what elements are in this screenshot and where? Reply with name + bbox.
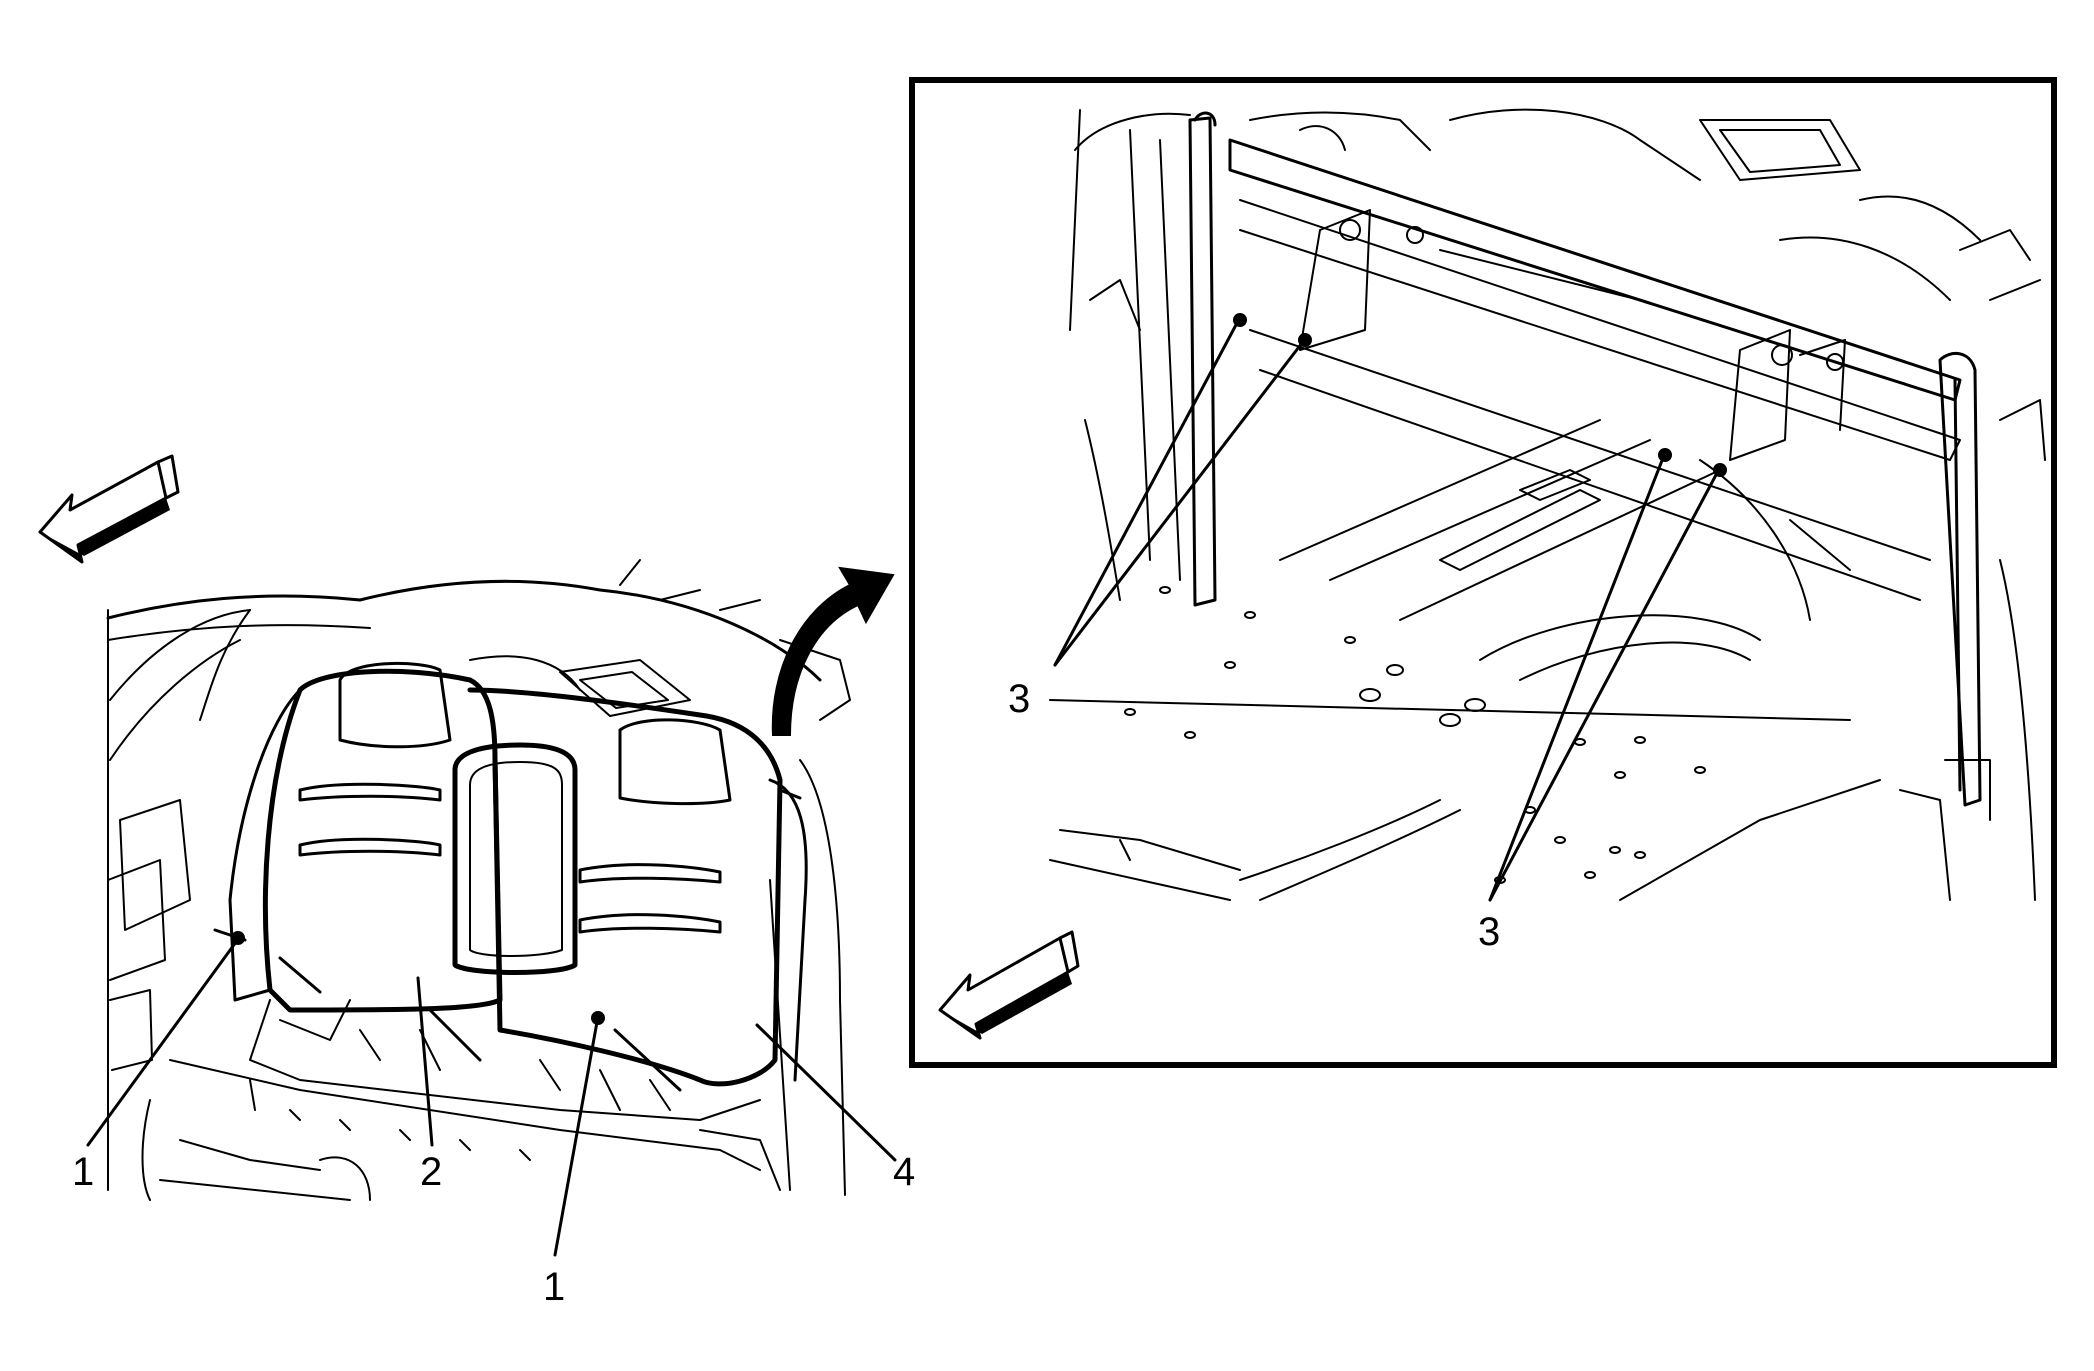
leader-3-left-b bbox=[1053, 341, 1304, 667]
bolt-left bbox=[231, 931, 245, 945]
flip-view-arrow-icon bbox=[771, 566, 895, 736]
detail-view bbox=[909, 77, 2057, 1068]
leader-3-left-a bbox=[1053, 321, 1239, 667]
callout-3-right: 3 bbox=[1478, 910, 1500, 954]
leader-4 bbox=[755, 1023, 897, 1162]
bolt-right bbox=[591, 1011, 605, 1025]
floor-holes bbox=[1124, 586, 1706, 884]
leader-3-right-b bbox=[1488, 471, 1719, 902]
rear-seat-view bbox=[38, 454, 851, 1201]
callout-1-bottom: 1 bbox=[543, 1265, 565, 1309]
leader-3-right-a bbox=[1488, 456, 1665, 902]
leader-1-left bbox=[86, 940, 238, 1147]
leader-2 bbox=[416, 976, 434, 1147]
callout-1-left: 1 bbox=[72, 1150, 94, 1194]
callout-2: 2 bbox=[420, 1150, 442, 1194]
leader-1-bottom bbox=[553, 1020, 599, 1257]
direction-arrow-icon bbox=[38, 454, 180, 564]
callout-4: 4 bbox=[893, 1150, 915, 1194]
callout-3-left: 3 bbox=[1008, 677, 1030, 721]
direction-arrow-icon bbox=[938, 930, 1080, 1040]
